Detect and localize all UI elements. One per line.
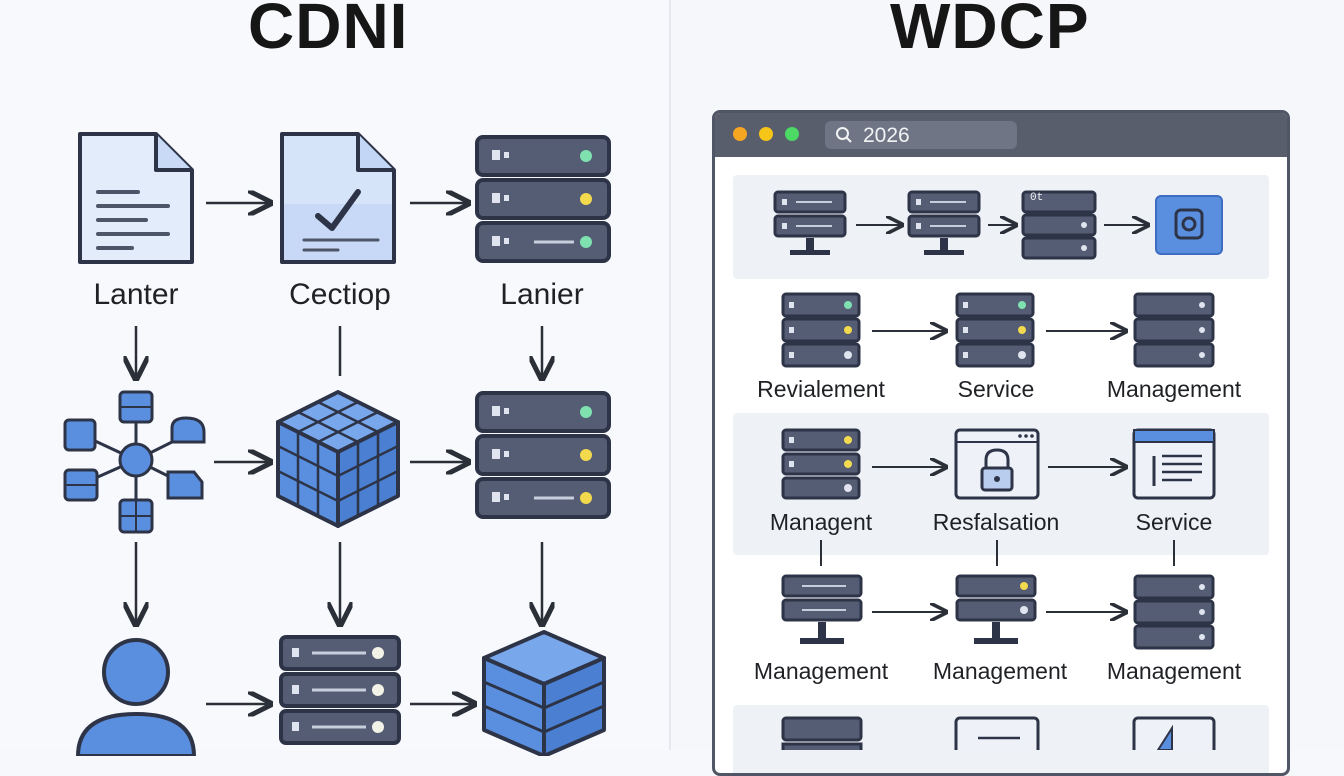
server-stack-icon [279,635,401,745]
wdcp-row2-label-2: Resfalsation [932,509,1060,535]
wdcp-flow-arrows [820,0,1175,750]
server-stack-icon [1021,190,1097,260]
document-window-icon [1132,428,1216,500]
wdcp-row1-label-3: Management [1106,376,1242,402]
wdcp-row2-label-1: Managent [769,509,873,535]
wdcp-row3-label-2: Management [932,658,1068,684]
window-dot-maximize[interactable] [785,127,799,141]
cdni-title: CDNI [248,0,409,62]
wdcp-row1-label-1: Revialement [757,376,885,402]
settings-app-icon [1155,195,1223,255]
server-stack-icon [475,391,611,519]
user-icon [75,638,197,756]
wdcp-row1-label-2: Service [957,376,1035,402]
wdcp-row3-label-1: Management [753,658,889,684]
document-window-icon [954,716,1040,750]
server-stack-icon [781,716,863,750]
wdcp-row3-label-3: Management [1106,658,1242,684]
database-stack-icon [482,630,606,756]
search-box[interactable]: 2026 [825,121,1017,149]
certified-document-icon [280,132,396,264]
server-monitor-icon [773,190,847,255]
window-dot-close[interactable] [733,127,747,141]
wdcp-title: WDCP [890,0,1090,62]
server-stack-icon [1133,574,1215,650]
server-monitor-icon [955,574,1037,644]
data-cube-icon [276,390,400,528]
search-text: 2026 [863,124,910,147]
server-stack-icon [475,135,611,263]
panel-divider [669,0,671,750]
wdcp-row2-label-3: Service [1135,509,1213,535]
cdni-label-2: Cectiop [289,278,391,311]
server-monitor-icon [781,574,863,644]
search-icon [836,127,852,143]
network-hub-icon [63,390,206,534]
browser-titlebar: 2026 [715,113,1287,157]
server-monitor-icon [907,190,981,255]
cdni-label-3: Lanier [500,278,584,311]
chart-window-icon [1132,716,1216,750]
cdni-flow-arrows [0,0,668,750]
server-stack-icon [955,292,1035,368]
server-stack-icon [781,428,861,500]
window-dot-minimize[interactable] [759,127,773,141]
server-stack-icon [1133,292,1215,368]
document-icon [78,132,194,264]
lock-window-icon [954,428,1040,500]
server-stack-icon [781,292,861,368]
server-tag: 0t [1030,192,1044,204]
cdni-label-1: Lanter [93,278,179,311]
